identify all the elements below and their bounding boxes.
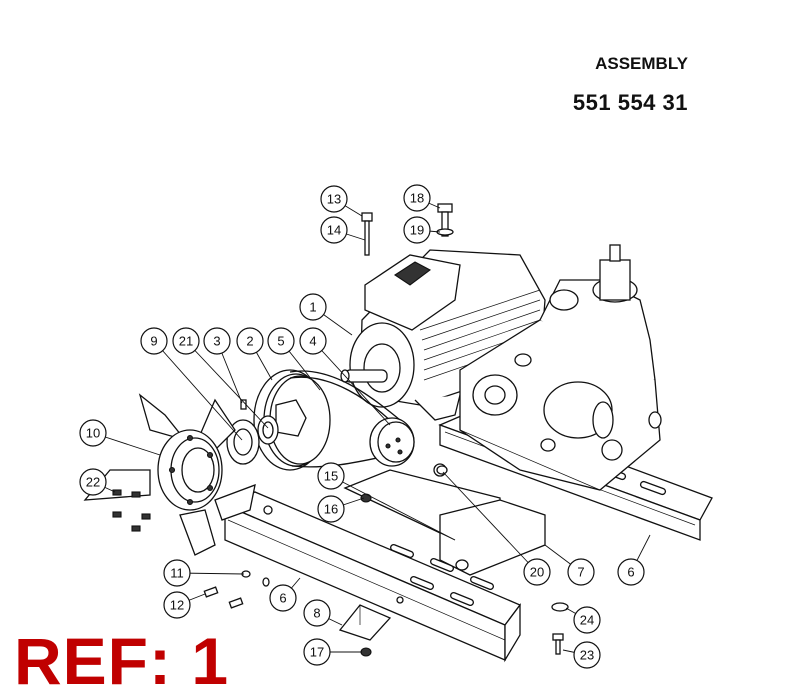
callout-12: 12 [163, 591, 191, 619]
callout-13: 13 [320, 185, 348, 213]
callout-6-left: 6 [269, 584, 297, 612]
callout-14: 14 [320, 216, 348, 244]
callout-8-label: 8 [313, 606, 320, 621]
callout-6-right: 6 [617, 558, 645, 586]
callout-5: 5 [267, 327, 295, 355]
callout-18-label: 18 [410, 191, 424, 206]
callout-3: 3 [203, 327, 231, 355]
callout-23-label: 23 [580, 648, 594, 663]
callout-15: 15 [317, 462, 345, 490]
callout-17-label: 17 [310, 645, 324, 660]
callout-10-label: 10 [86, 426, 100, 441]
callout-21: 21 [172, 327, 200, 355]
callout-1-label: 1 [309, 300, 316, 315]
callout-11-label: 11 [170, 566, 184, 581]
callout-4-label: 4 [309, 334, 316, 349]
callout-14-label: 14 [327, 223, 341, 238]
callout-20-label: 20 [530, 565, 544, 580]
callout-22-label: 22 [86, 475, 100, 490]
callout-17: 17 [303, 638, 331, 666]
callout-15-label: 15 [324, 469, 338, 484]
callout-10: 10 [79, 419, 107, 447]
callout-3-label: 3 [213, 334, 220, 349]
callout-16: 16 [317, 495, 345, 523]
callout-9-label: 9 [150, 334, 157, 349]
ref-label: REF: 1 [14, 624, 230, 698]
callout-12-label: 12 [170, 598, 184, 613]
assembly-number: 551 554 31 [572, 90, 688, 115]
belt-drive [253, 369, 415, 471]
callout-7: 7 [567, 558, 595, 586]
cooling-fan [83, 393, 256, 556]
callout-1: 1 [299, 293, 327, 321]
callout-2-label: 2 [246, 334, 253, 349]
callout-23: 23 [573, 641, 601, 669]
callout-22: 22 [79, 468, 107, 496]
base-channel-left [223, 491, 522, 663]
callout-6-right-label: 6 [627, 565, 634, 580]
callout-20: 20 [523, 558, 551, 586]
callout-6-left-label: 6 [279, 591, 286, 606]
callout-8: 8 [303, 599, 331, 627]
callout-2: 2 [236, 327, 264, 355]
callout-24-label: 24 [580, 613, 594, 628]
callout-19: 19 [403, 216, 431, 244]
callout-13-label: 13 [327, 192, 341, 207]
callout-16-label: 16 [324, 502, 338, 517]
assembly-title: ASSEMBLY [595, 54, 688, 73]
callout-18: 18 [403, 184, 431, 212]
callout-7-label: 7 [577, 565, 584, 580]
callout-24: 24 [573, 606, 601, 634]
pump-assembly [459, 244, 662, 491]
callout-11: 11 [163, 559, 191, 587]
callout-19-label: 19 [410, 223, 424, 238]
callout-21-label: 21 [179, 334, 193, 349]
callout-9: 9 [140, 327, 168, 355]
fasteners [112, 203, 569, 657]
callout-4: 4 [299, 327, 327, 355]
callout-5-label: 5 [277, 334, 284, 349]
